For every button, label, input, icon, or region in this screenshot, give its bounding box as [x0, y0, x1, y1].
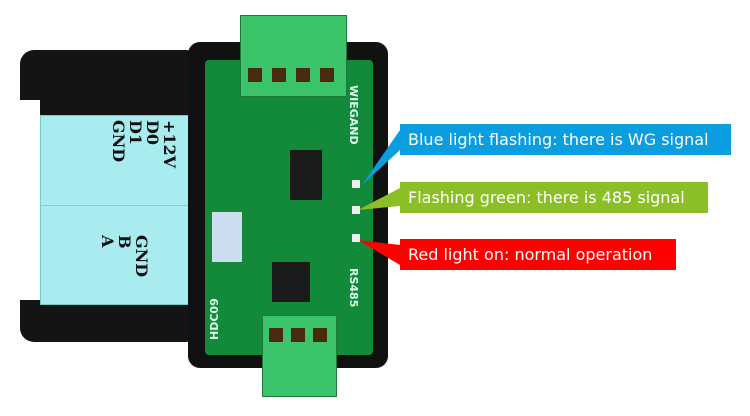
callout-green-light: Flashing green: there is 485 signal — [400, 182, 708, 213]
terminal-pin — [320, 68, 334, 82]
wiring-sticker — [40, 115, 192, 305]
terminal-pin — [296, 68, 310, 82]
blue-led — [352, 180, 360, 188]
terminal-pin — [269, 328, 283, 342]
green-pointer — [358, 188, 400, 210]
terminal-pin — [291, 328, 305, 342]
green-led — [352, 206, 360, 214]
callout-red-light: Red light on: normal operation — [400, 239, 676, 270]
sticker-divider — [40, 205, 190, 206]
top-terminal-block — [240, 15, 347, 97]
terminal-pin — [272, 68, 286, 82]
pcb-board — [205, 60, 373, 355]
terminal-pin — [313, 328, 327, 342]
red-pointer — [358, 240, 400, 265]
red-led — [352, 234, 360, 242]
terminal-pin — [248, 68, 262, 82]
blue-pointer — [362, 130, 400, 185]
ic-chip — [290, 150, 322, 200]
callout-blue-light: Blue light flashing: there is WG signal — [400, 124, 731, 155]
jumper-header — [212, 212, 242, 262]
ic-chip-2 — [272, 262, 310, 302]
lid-notch — [20, 100, 40, 300]
